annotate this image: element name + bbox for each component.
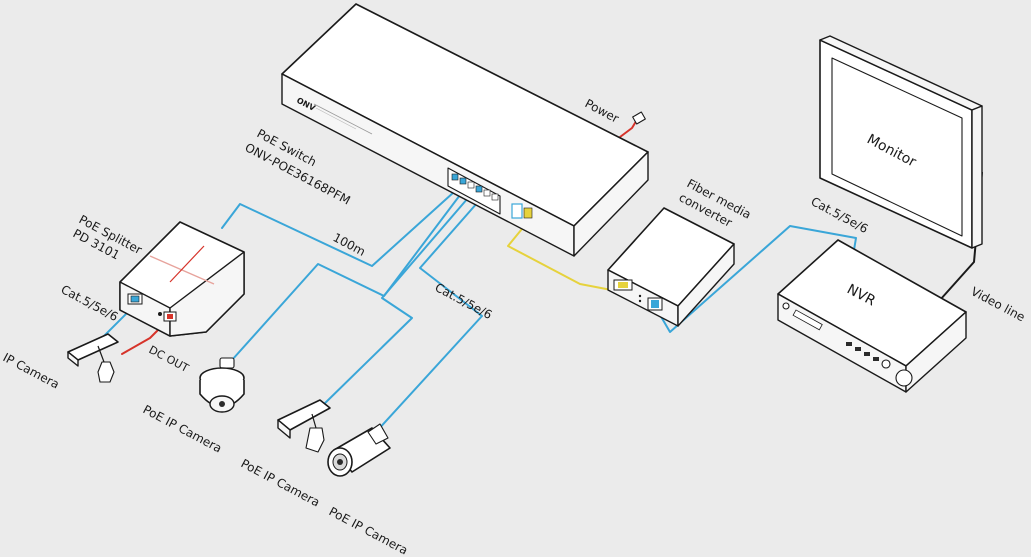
switch-ports bbox=[451, 173, 499, 201]
label-cat-middle: Cat.5/5e/6 bbox=[433, 280, 495, 322]
large-bullet-camera-icon bbox=[327, 423, 391, 477]
cable-switch-to-bullet-camera bbox=[375, 201, 483, 433]
label-cat-left: Cat.5/5e/6 bbox=[59, 282, 121, 324]
box-camera-icon bbox=[277, 399, 331, 453]
label-cat-right: Cat.5/5e/6 bbox=[809, 194, 871, 236]
fiber-converter-icon bbox=[607, 207, 735, 327]
cable-switch-to-dome-camera bbox=[231, 194, 461, 361]
label-poe-ip-camera-1: PoE IP Camera bbox=[141, 402, 225, 455]
monitor-icon bbox=[819, 35, 983, 249]
poe-switch-icon: ONV bbox=[281, 3, 649, 257]
poe-splitter-icon bbox=[119, 221, 245, 337]
cable-switch-to-box-camera bbox=[319, 197, 469, 409]
power-plug-icon bbox=[632, 111, 646, 125]
label-poe-ip-camera-3: PoE IP Camera bbox=[327, 504, 411, 557]
label-ip-camera: IP Camera bbox=[1, 350, 62, 391]
dome-camera-icon bbox=[199, 357, 245, 413]
label-dc-out: DC OUT bbox=[147, 343, 191, 375]
cable-splitter-to-switch bbox=[221, 191, 455, 267]
cable-fiber-switch-to-converter bbox=[507, 223, 623, 293]
nvr-icon bbox=[777, 239, 967, 393]
cables bbox=[95, 117, 983, 433]
bullet-camera-icon bbox=[67, 333, 119, 383]
label-poe-ip-camera-2: PoE IP Camera bbox=[239, 456, 323, 509]
nvr-buttons bbox=[846, 342, 891, 369]
cable-converter-to-nvr bbox=[655, 225, 857, 333]
label-video-line: Video line bbox=[969, 284, 1028, 324]
